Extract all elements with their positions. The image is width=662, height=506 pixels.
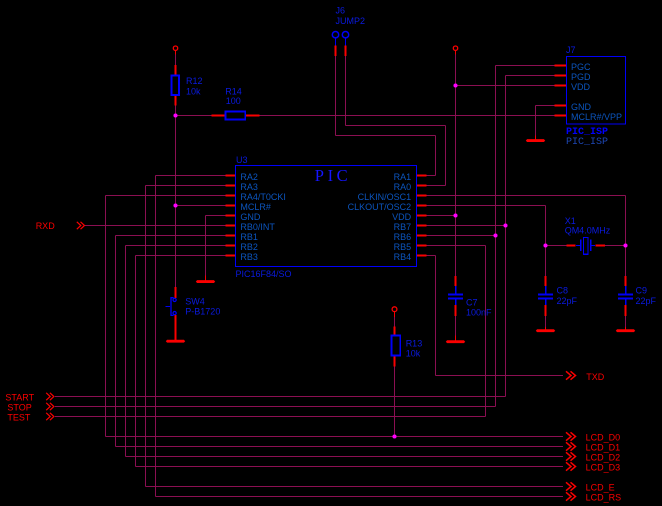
svg-text:VDD: VDD (571, 82, 591, 92)
svg-text:RA4/T0CKI: RA4/T0CKI (240, 192, 286, 202)
svg-text:C7: C7 (466, 298, 478, 308)
svg-text:RA2: RA2 (240, 172, 258, 182)
svg-text:C9: C9 (636, 286, 648, 296)
svg-text:GND: GND (240, 212, 261, 222)
svg-text:MCLR#/VPP: MCLR#/VPP (571, 112, 622, 122)
svg-text:PIC_ISP: PIC_ISP (566, 137, 608, 148)
svg-text:22pF: 22pF (636, 296, 657, 306)
svg-text:START: START (5, 392, 34, 402)
svg-text:X1: X1 (565, 216, 576, 226)
svg-text:R14: R14 (225, 86, 242, 96)
svg-text:100: 100 (226, 96, 241, 106)
svg-text:SW4: SW4 (185, 296, 205, 306)
svg-text:TXD: TXD (586, 372, 605, 382)
svg-text:U3: U3 (236, 155, 248, 165)
svg-text:R13: R13 (406, 339, 423, 349)
svg-text:STOP: STOP (7, 402, 31, 412)
svg-text:RA3: RA3 (240, 182, 258, 192)
svg-text:RB6: RB6 (394, 232, 412, 242)
svg-text:LCD_D3: LCD_D3 (586, 462, 621, 472)
svg-text:PGD: PGD (571, 72, 591, 82)
svg-text:RA0: RA0 (394, 182, 412, 192)
svg-text:RB0/INT: RB0/INT (240, 222, 275, 232)
svg-text:P-B1720: P-B1720 (185, 307, 220, 317)
svg-text:PGC: PGC (571, 62, 591, 72)
svg-text:PIC16F84/SO: PIC16F84/SO (236, 269, 292, 279)
svg-text:RB7: RB7 (394, 222, 412, 232)
svg-text:R12: R12 (186, 76, 203, 86)
svg-text:CLKOUT/OSC2: CLKOUT/OSC2 (348, 202, 412, 212)
svg-text:CLKIN/OSC1: CLKIN/OSC1 (358, 192, 412, 202)
svg-text:PIC_ISP: PIC_ISP (566, 127, 608, 138)
svg-text:MCLR#: MCLR# (240, 202, 271, 212)
svg-text:LCD_D1: LCD_D1 (586, 442, 621, 452)
svg-text:22pF: 22pF (557, 296, 578, 306)
svg-text:10k: 10k (406, 348, 421, 358)
svg-text:PIC: PIC (315, 166, 351, 185)
svg-text:LCD_D2: LCD_D2 (586, 452, 621, 462)
svg-text:GND: GND (571, 102, 592, 112)
svg-text:C8: C8 (557, 286, 569, 296)
svg-text:JUMP2: JUMP2 (336, 16, 366, 26)
svg-text:RB2: RB2 (240, 242, 258, 252)
svg-text:RXD: RXD (36, 221, 56, 231)
svg-text:RB1: RB1 (240, 232, 258, 242)
svg-text:10k: 10k (186, 86, 201, 96)
svg-text:TEST: TEST (7, 412, 31, 422)
svg-text:RB5: RB5 (394, 242, 412, 252)
svg-text:RB3: RB3 (240, 252, 258, 262)
svg-text:LCD_E: LCD_E (586, 482, 615, 492)
svg-text:RA1: RA1 (394, 172, 412, 182)
svg-text:J7: J7 (566, 45, 576, 55)
svg-text:LCD_D0: LCD_D0 (586, 432, 621, 442)
svg-text:RB4: RB4 (394, 252, 412, 262)
svg-text:LCD_RS: LCD_RS (586, 492, 622, 502)
svg-text:VDD: VDD (392, 212, 412, 222)
svg-text:QM4.0MHz: QM4.0MHz (565, 226, 611, 236)
svg-text:J6: J6 (336, 6, 346, 16)
svg-text:100nF: 100nF (466, 307, 492, 317)
